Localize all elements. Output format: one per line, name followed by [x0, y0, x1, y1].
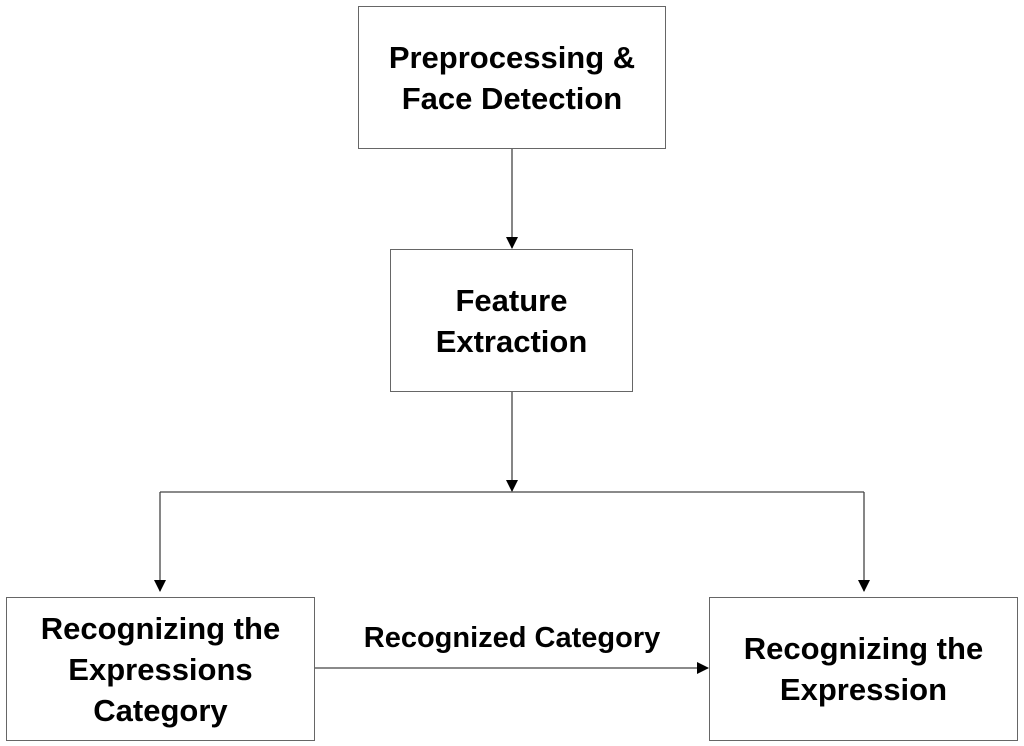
- edge-label-recognized-category: Recognized Category: [363, 622, 661, 654]
- node-label: Preprocessing & Face Detection: [388, 39, 636, 116]
- node-label: Feature Extraction: [435, 282, 588, 359]
- node-label: Recognizing the Expression: [743, 631, 984, 707]
- node-recognizing-expression: Recognizing the Expression: [709, 597, 1018, 741]
- node-recognizing-expressions-category: Recognizing the Expressions Category: [6, 597, 315, 741]
- node-label: Recognizing the Expressions Category: [40, 610, 281, 728]
- node-preprocessing-face-detection: Preprocessing & Face Detection: [358, 6, 666, 149]
- node-feature-extraction: Feature Extraction: [390, 249, 633, 392]
